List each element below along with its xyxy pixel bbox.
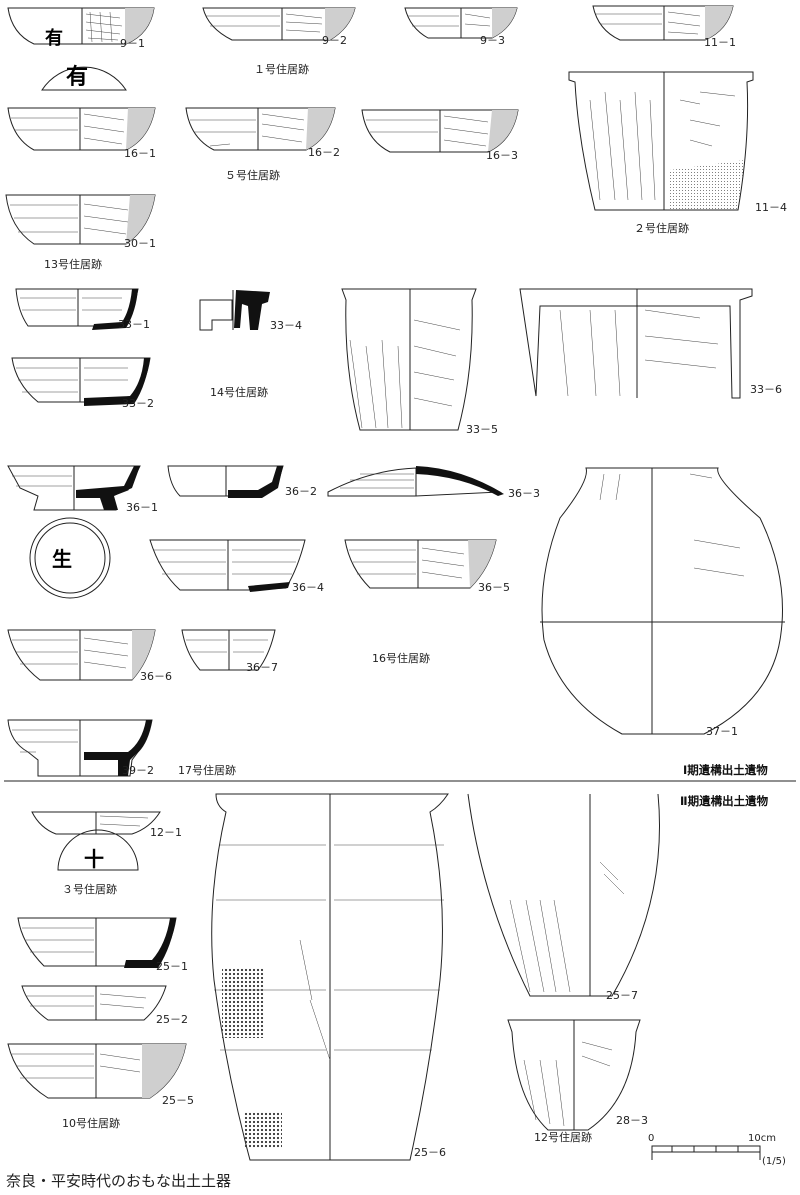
label-33-2: 33－2 xyxy=(122,397,154,410)
label-36-4: 36－4 xyxy=(292,581,324,594)
inscription-ju: 十 xyxy=(84,847,104,871)
label-16-3: 16－3 xyxy=(486,149,518,162)
label-11-4: 11－4 xyxy=(755,201,787,214)
caption-dwelling-14: 14号住居跡 xyxy=(210,385,268,399)
vessel-11-4 xyxy=(568,71,754,211)
vessel-33-2 xyxy=(11,357,151,406)
inscription-yu-side: 有 xyxy=(45,27,63,49)
label-25-5: 25－5 xyxy=(162,1094,194,1107)
inscription-12-1: 十 xyxy=(57,829,139,871)
caption-dwelling-12: 12号住居跡 xyxy=(534,1130,592,1144)
label-36-2: 36－2 xyxy=(285,485,317,498)
vessel-33-5 xyxy=(341,288,477,431)
scale-ten: 10cm xyxy=(748,1133,776,1144)
label-36-6: 36－6 xyxy=(140,670,172,683)
vessel-28-3 xyxy=(507,1019,641,1131)
vessel-36-7 xyxy=(181,629,276,671)
label-28-3: 28－3 xyxy=(616,1114,648,1127)
vessel-25-5 xyxy=(7,1043,187,1099)
vessel-9-1: 有 xyxy=(7,7,155,49)
scale-zero: 0 xyxy=(648,1133,654,1144)
caption-dwelling-10: 10号住居跡 xyxy=(62,1116,120,1130)
vessel-39-2 xyxy=(7,719,153,777)
label-36-1: 36－1 xyxy=(126,501,158,514)
vessel-36-1 xyxy=(7,465,141,511)
label-36-3: 36－3 xyxy=(508,487,540,500)
label-16-2: 16－2 xyxy=(308,146,340,159)
vessel-30-1 xyxy=(5,194,156,245)
vessel-33-6 xyxy=(519,288,753,399)
label-25-6: 25－6 xyxy=(414,1146,446,1159)
label-25-1: 25－1 xyxy=(156,960,188,973)
vessel-11-1 xyxy=(592,5,734,41)
vessel-25-6 xyxy=(211,793,449,1161)
vessel-36-6 xyxy=(7,629,156,681)
label-11-1: 11－1 xyxy=(704,36,736,49)
label-39-2: 39－2 xyxy=(122,764,154,777)
vessel-37-1 xyxy=(540,467,785,735)
figure-title: 奈良・平安時代のおもな出土土器 xyxy=(6,1172,231,1190)
vessel-36-2 xyxy=(167,465,284,498)
vessel-9-3 xyxy=(404,7,518,39)
caption-dwelling-17: 17号住居跡 xyxy=(178,763,236,777)
inscription-9-1: 有 xyxy=(41,64,127,91)
label-9-3: 9－3 xyxy=(480,34,505,47)
label-12-1: 12－1 xyxy=(150,826,182,839)
label-9-2: 9－2 xyxy=(322,34,347,47)
vessel-33-4 xyxy=(199,290,270,331)
label-33-6: 33－6 xyxy=(750,383,782,396)
vessel-9-2 xyxy=(202,7,356,41)
vessel-12-1 xyxy=(31,811,161,835)
vessel-25-1 xyxy=(17,917,177,968)
label-33-4: 33－4 xyxy=(270,319,302,332)
label-33-1: 33－1 xyxy=(118,318,150,331)
label-16-1: 16－1 xyxy=(124,147,156,160)
inscription-yu: 有 xyxy=(66,64,88,90)
vessel-36-3 xyxy=(327,466,504,497)
label-30-1: 30－1 xyxy=(124,237,156,250)
caption-dwelling-3: ３号住居跡 xyxy=(62,882,117,896)
caption-dwelling-2: ２号住居跡 xyxy=(634,221,689,235)
vessel-33-1 xyxy=(15,288,139,330)
vessel-36-5 xyxy=(344,539,497,589)
label-33-5: 33－5 xyxy=(466,423,498,436)
caption-dwelling-5: ５号住居跡 xyxy=(225,168,280,182)
label-25-2: 25－2 xyxy=(156,1013,188,1026)
label-9-1: 9－1 xyxy=(120,37,145,50)
vessel-25-2 xyxy=(21,985,167,1021)
caption-dwelling-13: 13号住居跡 xyxy=(44,257,102,271)
caption-dwelling-1: １号住居跡 xyxy=(254,62,309,76)
inscription-36-1: 生 xyxy=(29,517,111,599)
vessel-36-4 xyxy=(149,539,306,592)
label-37-1: 37－1 xyxy=(706,725,738,738)
vessel-16-3 xyxy=(361,109,519,153)
label-25-7: 25－7 xyxy=(606,989,638,1002)
scale-bar: 0 10cm (1/5) xyxy=(648,1133,786,1167)
phase-1-label: Ⅰ期遺構出土遺物 xyxy=(683,763,768,777)
vessel-25-7 xyxy=(467,793,660,997)
vessel-16-2 xyxy=(185,107,336,151)
label-36-5: 36－5 xyxy=(478,581,510,594)
caption-dwelling-16: 16号住居跡 xyxy=(372,651,430,665)
label-36-7: 36－7 xyxy=(246,661,278,674)
scale-ratio: (1/5) xyxy=(762,1156,786,1167)
vessel-16-1 xyxy=(7,107,156,151)
inscription-sei: 生 xyxy=(52,547,72,571)
phase-2-label: Ⅱ期遺構出土遺物 xyxy=(680,794,769,808)
